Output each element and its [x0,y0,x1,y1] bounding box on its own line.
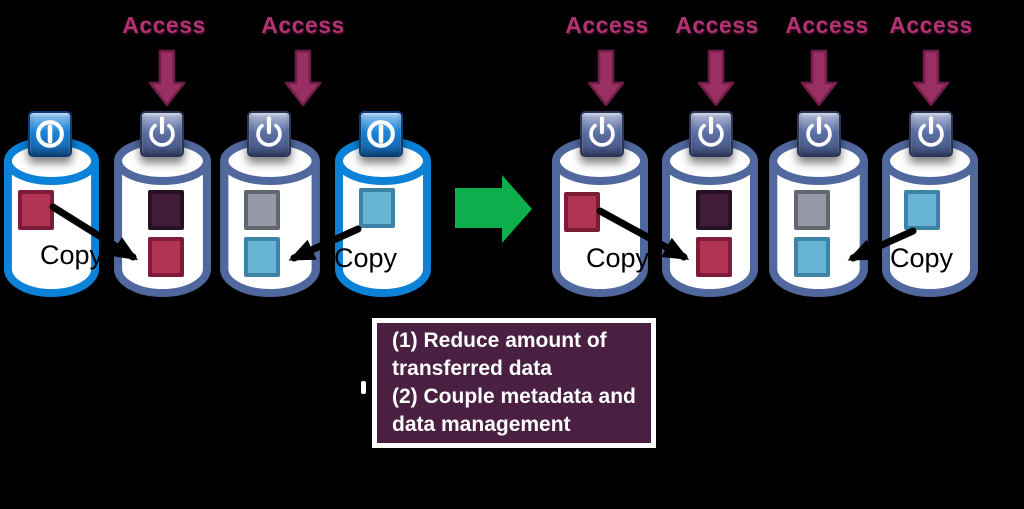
power-on-icon [589,116,615,147]
note-line-2: (2) Couple metadata and data management [392,385,636,436]
access-arrow-icon [800,49,838,107]
database-cylinder [2,135,101,297]
down-arrow-shape [800,49,838,107]
data-block-gray [794,190,830,230]
data-block-lightblue [244,237,280,277]
down-arrow-shape [587,49,625,107]
data-block-crimson [18,190,54,230]
power-off-button [28,111,72,157]
power-on-button [140,111,184,157]
note-box: (1) Reduce amount of transferred data (2… [372,318,656,448]
transform-arrow-icon [455,175,532,243]
access-label: Access [261,12,345,38]
power-on-icon [149,116,175,147]
access-arrow-icon [148,49,186,107]
data-block-darkpurple [148,190,184,230]
power-off-button [359,111,403,157]
power-off-icon [36,120,64,148]
data-block-lightblue [904,190,940,230]
power-on-button [797,111,841,157]
down-arrow-shape [284,49,322,107]
data-block-crimson [148,237,184,277]
power-on-button [247,111,291,157]
data-block-crimson [696,237,732,277]
stray-mark [361,381,366,394]
down-arrow-shape [912,49,950,107]
data-block-lightblue [794,237,830,277]
down-arrow-shape [697,49,735,107]
power-on-icon [256,116,282,147]
power-on-button [909,111,953,157]
note-line-1: (1) Reduce amount of transferred data [392,329,607,380]
data-block-darkpurple [696,190,732,230]
access-arrow-icon [912,49,950,107]
data-block-lightblue [359,188,395,228]
copy-label: Copy [586,243,650,273]
database-cylinder [767,135,870,297]
access-label: Access [675,12,759,38]
power-on-icon [918,116,944,147]
database-cylinder [218,135,322,297]
database-cylinder [112,135,213,297]
right-arrow-shape [455,175,532,243]
copy-label: Copy [890,243,954,273]
copy-label: Copy [40,240,104,270]
access-label: Access [122,12,206,38]
access-label: Access [785,12,869,38]
access-arrow-icon [697,49,735,107]
access-arrow-icon [587,49,625,107]
access-label: Access [565,12,649,38]
power-on-icon [698,116,724,147]
power-on-icon [806,116,832,147]
down-arrow-shape [148,49,186,107]
data-block-gray [244,190,280,230]
copy-label: Copy [334,243,398,273]
power-on-button [580,111,624,157]
power-on-button [689,111,733,157]
database-cylinder [660,135,760,297]
access-arrow-icon [284,49,322,107]
power-off-icon [367,120,395,148]
access-label: Access [889,12,973,38]
data-block-crimson [564,192,600,232]
